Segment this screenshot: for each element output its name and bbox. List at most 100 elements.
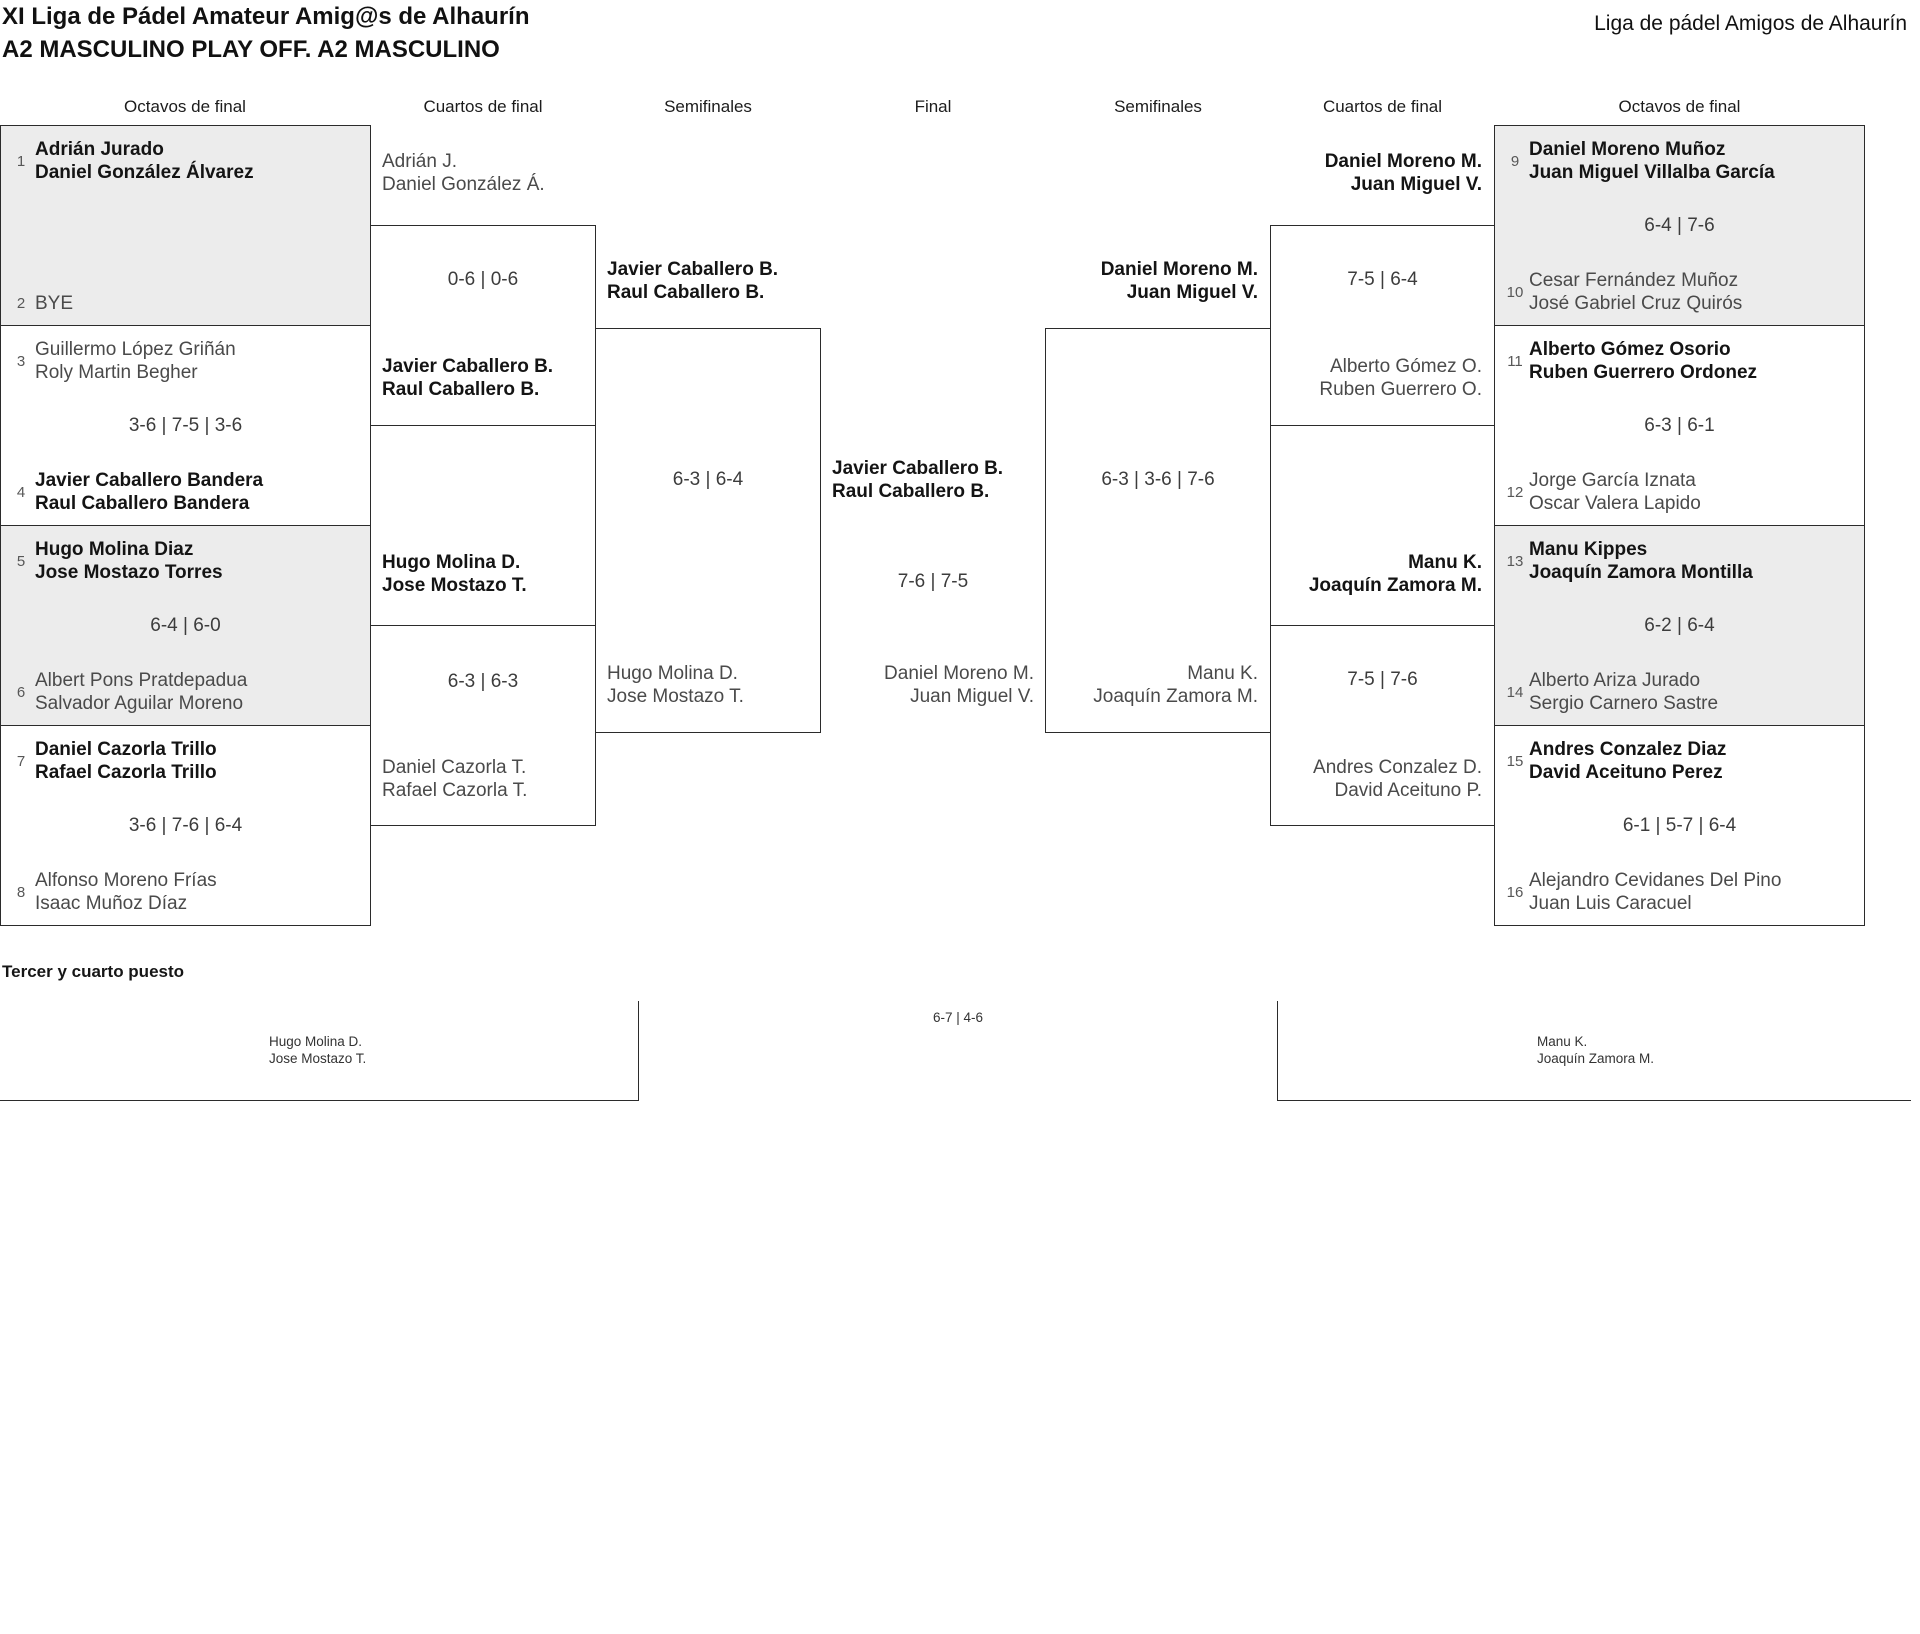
seed-number: 7 — [16, 752, 26, 770]
third-place-score: 6-7 | 4-6 — [932, 1010, 984, 1025]
team-names: Daniel Moreno Muñoz Juan Miguel Villalba… — [1529, 138, 1775, 184]
team-name-line: Daniel Cazorla Trillo — [35, 739, 217, 760]
slot-team: Manu K. Joaquín Zamora M. — [1048, 662, 1258, 708]
team-row: 8 Alfonso Moreno Frías Isaac Muñoz Díaz — [9, 869, 217, 915]
team-name-line: Javier Caballero B. — [832, 458, 1004, 479]
team-name-line: Daniel González Á. — [382, 174, 545, 195]
team-name-line: Roly Martin Begher — [35, 362, 198, 383]
team-names: Cesar Fernández Muñoz José Gabriel Cruz … — [1529, 269, 1742, 315]
team-name-line: Juan Miguel V. — [910, 686, 1034, 707]
team-row: 10 Cesar Fernández Muñoz José Gabriel Cr… — [1503, 269, 1743, 315]
team-name-line: Alberto Gómez Osorio — [1529, 339, 1731, 360]
team-name-line: Jose Mostazo T. — [382, 575, 527, 596]
team-name-line: Rafael Cazorla Trillo — [35, 762, 217, 783]
team-name-line: Guillermo López Griñán — [35, 339, 236, 360]
team-names: BYE — [35, 292, 73, 315]
match-box-octavos-3: 5 Hugo Molina Diaz Jose Mostazo Torres 6… — [0, 525, 371, 726]
seed-number: 6 — [16, 683, 26, 701]
team-names: Alejandro Cevidanes Del Pino Juan Luis C… — [1529, 869, 1781, 915]
round-header-cuartos-left: Cuartos de final — [423, 97, 543, 116]
team-name-line: Raul Caballero B. — [832, 481, 990, 502]
team-name-line: Daniel González Álvarez — [35, 162, 254, 183]
slot-team-third-place: Hugo Molina D. Jose Mostazo T. — [269, 1033, 366, 1067]
slot-team: Javier Caballero B. Raul Caballero B. — [382, 355, 553, 401]
team-row: 12 Jorge García Iznata Oscar Valera Lapi… — [1503, 469, 1701, 515]
tournament-title: XI Liga de Pádel Amateur Amig@s de Alhau… — [2, 3, 530, 30]
team-row: 9 Daniel Moreno Muñoz Juan Miguel Villal… — [1503, 138, 1775, 184]
team-name-line: Albert Pons Pratdepadua — [35, 670, 248, 691]
team-name-line: Isaac Muñoz Díaz — [35, 893, 188, 914]
match-box-semifinal-right — [1045, 328, 1271, 733]
team-name-line: Daniel Moreno M. — [1324, 151, 1482, 172]
slot-team: Daniel Cazorla T. Rafael Cazorla T. — [382, 756, 527, 802]
match-box-cuartos-left-2 — [370, 625, 596, 826]
team-name-line: Ruben Guerrero Ordonez — [1529, 362, 1758, 383]
team-name-line: BYE — [35, 293, 74, 314]
team-name-line: Manu Kippes — [1529, 539, 1648, 560]
match-score: 6-3 | 3-6 | 7-6 — [1101, 469, 1215, 490]
team-name-line: Javier Caballero B. — [382, 356, 554, 377]
round-header-semis-left: Semifinales — [664, 97, 752, 116]
team-name-line: Manu K. — [1537, 1034, 1588, 1049]
slot-team: Alberto Gómez O. Ruben Guerrero O. — [1275, 355, 1482, 401]
seed-number: 13 — [1506, 552, 1524, 570]
seed-number: 14 — [1506, 683, 1524, 701]
team-names: Manu Kippes Joaquín Zamora Montilla — [1529, 538, 1753, 584]
team-name-line: Jose Mostazo Torres — [35, 562, 223, 583]
team-name-line: Juan Miguel Villalba García — [1529, 162, 1775, 183]
team-name-line: Hugo Molina Diaz — [35, 539, 194, 560]
team-name-line: Daniel Moreno Muñoz — [1529, 139, 1726, 160]
team-name-line: Alberto Ariza Jurado — [1529, 670, 1701, 691]
bracket-line — [1277, 1001, 1278, 1101]
team-name-line: Rafael Cazorla T. — [382, 780, 528, 801]
team-name-line: Sergio Carnero Sastre — [1529, 693, 1719, 714]
match-score: 3-6 | 7-5 | 3-6 — [128, 414, 243, 436]
team-names: Daniel Cazorla Trillo Rafael Cazorla Tri… — [35, 738, 217, 784]
team-row: 2 BYE — [9, 292, 73, 315]
team-names: Albert Pons Pratdepadua Salvador Aguilar… — [35, 669, 247, 715]
team-name-line: Hugo Molina D. — [269, 1034, 363, 1049]
seed-number: 12 — [1506, 483, 1524, 501]
team-row: 7 Daniel Cazorla Trillo Rafael Cazorla T… — [9, 738, 217, 784]
team-names: Alberto Ariza Jurado Sergio Carnero Sast… — [1529, 669, 1718, 715]
match-box-semifinal-left — [595, 328, 821, 733]
team-name-line: Juan Miguel V. — [1126, 282, 1258, 303]
seed-number: 9 — [1510, 152, 1520, 170]
seed-number: 1 — [16, 152, 26, 170]
match-box-octavos-6: 11 Alberto Gómez Osorio Ruben Guerrero O… — [1494, 325, 1865, 526]
team-name-line: Andres Conzalez D. — [1313, 757, 1482, 778]
team-names: Alberto Gómez Osorio Ruben Guerrero Ordo… — [1529, 338, 1757, 384]
seed-number: 8 — [16, 883, 26, 901]
match-box-cuartos-left-1 — [370, 225, 596, 426]
team-name-line: Joaquín Zamora M. — [1308, 575, 1482, 596]
match-box-octavos-1: 1 Adrián Jurado Daniel González Álvarez … — [0, 125, 371, 326]
team-name-line: Adrián J. — [382, 151, 457, 172]
team-name-line: Manu K. — [1187, 663, 1258, 684]
bracket-line — [638, 1001, 639, 1101]
match-box-cuartos-right-2 — [1270, 625, 1495, 826]
team-names: Javier Caballero Bandera Raul Caballero … — [35, 469, 263, 515]
team-row: 16 Alejandro Cevidanes Del Pino Juan Lui… — [1503, 869, 1782, 915]
category-subtitle: A2 MASCULINO PLAY OFF. A2 MASCULINO — [2, 36, 500, 63]
team-name-line: Hugo Molina D. — [382, 552, 521, 573]
match-score: 6-1 | 5-7 | 6-4 — [1622, 814, 1737, 836]
slot-team: Adrián J. Daniel González Á. — [382, 150, 545, 196]
team-name-line: Alfonso Moreno Frías — [35, 870, 217, 891]
team-name-line: Juan Miguel V. — [1350, 174, 1482, 195]
team-name-line: Joaquín Zamora M. — [1093, 686, 1258, 707]
team-name-line: Daniel Moreno M. — [884, 663, 1034, 684]
match-box-octavos-5: 9 Daniel Moreno Muñoz Juan Miguel Villal… — [1494, 125, 1865, 326]
bracket-line — [0, 1100, 639, 1101]
team-name-line: Daniel Cazorla T. — [382, 757, 527, 778]
team-name-line: Hugo Molina D. — [607, 663, 738, 684]
team-name-line: Ruben Guerrero O. — [1319, 379, 1482, 400]
match-score: 6-2 | 6-4 — [1644, 614, 1715, 636]
team-name-line: Andres Conzalez Diaz — [1529, 739, 1727, 760]
team-names: Guillermo López Griñán Roly Martin Beghe… — [35, 338, 236, 384]
match-score: 6-4 | 7-6 — [1644, 214, 1715, 236]
team-row: 1 Adrián Jurado Daniel González Álvarez — [9, 138, 254, 184]
seed-number: 11 — [1507, 352, 1523, 370]
round-header-cuartos-right: Cuartos de final — [1322, 97, 1443, 116]
slot-team: Hugo Molina D. Jose Mostazo T. — [382, 551, 527, 597]
